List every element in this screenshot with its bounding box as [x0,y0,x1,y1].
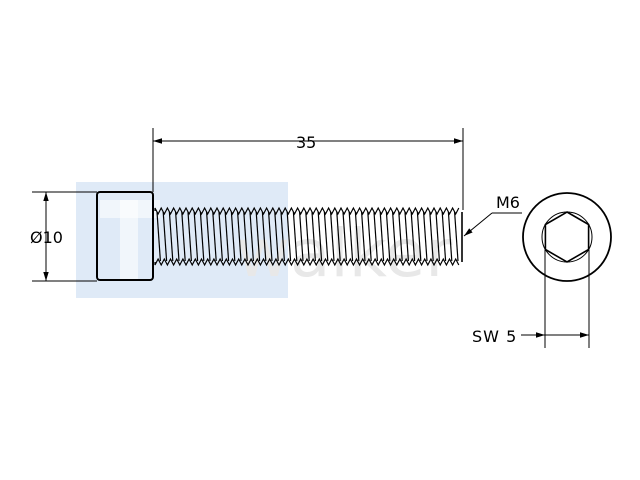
thread-crest-line [441,211,447,262]
leader-diagonal [463,212,493,237]
thread-crest-line [199,211,205,262]
thread-crest-line [311,211,316,262]
thread-crest-line [398,211,403,262]
wrench-size-dimension [521,250,590,348]
thread-crest-line [212,211,217,262]
thread-crest-line [193,211,199,262]
thread-crest-line [218,211,223,262]
thread-label: M6 [496,193,520,212]
thread-crest-line [373,211,378,262]
thread-crest-line [385,211,391,262]
length-dimension [152,128,464,210]
thread-crest-line [224,211,230,262]
thread-crest-line [237,211,242,262]
thread-crest-line [162,211,168,262]
watermark-logo: walker [76,182,453,298]
thread-crest-line [367,211,372,262]
thread-crest-line [156,211,161,262]
thread-crest-line [435,211,440,262]
thread-crest-line [255,211,261,262]
thread-crest-line [268,211,273,262]
thread-top-edge [154,206,460,216]
thread-crest-line [447,211,453,262]
thread-crest-line [348,211,354,262]
thread-crest-line [292,211,298,262]
thread-crest-line [230,211,236,262]
thread-crest-line [410,211,416,262]
diameter-value: Ø10 [30,228,63,247]
thread-crest-line [454,211,459,262]
thread-crest-line [286,211,292,262]
thread-crest-line [354,211,360,262]
diameter-dimension [32,191,97,282]
thread-crest-line [379,211,385,262]
wrench-size-label: SW 5 [472,327,517,346]
thread-crest-line [187,211,192,262]
thread-crest-line [249,211,254,262]
thread-leader [463,212,522,237]
thread-crest-line [181,211,186,262]
head-inner-circle [541,211,593,263]
thread-crest-line [305,211,310,262]
thread-crest-line [317,211,323,262]
thread-crest-line [280,211,285,262]
thread-crest-line [392,211,397,262]
thread-crest-line [206,211,211,262]
thread-crest-line [243,211,248,262]
head-outer-circle [522,192,612,282]
thread-bottom-edge [154,257,460,267]
thread-crest-line [261,211,267,262]
thread-crest-line [299,211,304,262]
thread-crest-line [336,211,341,262]
screw-thread [154,206,460,267]
thread-crest-line [274,211,279,262]
thread-crest-line [361,211,366,262]
thread-crest-line [404,211,409,262]
screw-end-view [522,192,612,282]
thread-crest-line [175,211,180,262]
thread-crest-line [323,211,329,262]
thread-crest-line [330,211,335,262]
screw-side-view [96,191,463,281]
hex-socket-icon [544,211,590,263]
length-value: 35 [296,133,316,152]
thread-crest-line [423,211,428,262]
thread-crest-line [416,211,422,262]
thread-crest-line [168,211,174,262]
thread-crest-line [429,211,434,262]
thread-crest-line [342,211,347,262]
